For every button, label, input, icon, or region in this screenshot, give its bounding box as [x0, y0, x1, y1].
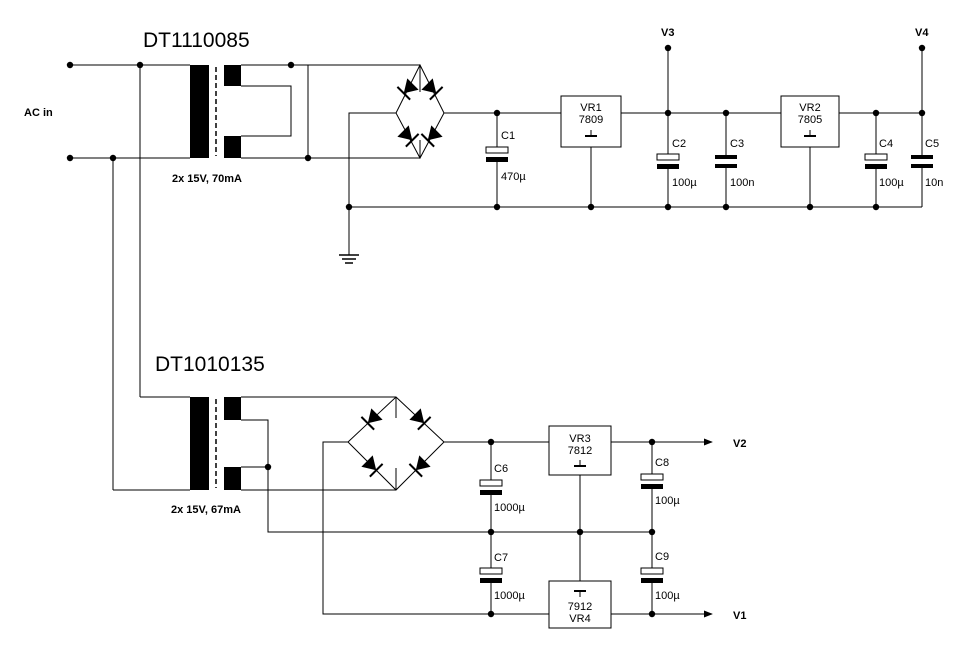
regulator-ref: VR2	[799, 102, 820, 114]
capacitor-c9: C9 100µ	[640, 551, 680, 602]
output-v2-label: V2	[733, 438, 746, 450]
capacitor-ref: C8	[655, 457, 669, 469]
transformer-t2-part: DT1010135	[155, 353, 265, 376]
output-v1-label: V1	[733, 610, 746, 622]
output-v4-label: V4	[915, 27, 929, 39]
regulator-vr1: VR1 7809	[560, 95, 622, 148]
capacitor-ref: C2	[672, 138, 686, 150]
capacitor-value: 100n	[730, 177, 754, 189]
capacitor-c7: C7 1000µ	[479, 552, 525, 602]
transformer-t1-part: DT1110085	[143, 29, 250, 52]
bridge-rectifier-bottom	[347, 396, 445, 491]
output-v3-label: V3	[661, 27, 674, 39]
capacitor-ref: C6	[494, 463, 508, 475]
transformer-t2-rating: 2x 15V, 67mA	[171, 504, 241, 516]
regulator-vr4: 7912 VR4	[548, 580, 612, 629]
capacitor-value: 470µ	[501, 171, 526, 183]
transformer-t2	[190, 397, 241, 490]
capacitor-value: 10n	[925, 177, 943, 189]
ground-symbol	[339, 254, 359, 264]
regulator-type: 7805	[798, 114, 822, 126]
bridge-rectifier-top	[395, 63, 445, 160]
capacitor-value: 1000µ	[494, 502, 525, 514]
regulator-ref: VR3	[569, 433, 590, 445]
capacitor-c3: C3 100n	[715, 138, 754, 189]
capacitor-value: 100µ	[655, 495, 680, 507]
capacitor-c5: C5 10n	[911, 138, 943, 189]
regulator-vr2: VR2 7805	[780, 95, 840, 148]
top-wiring	[70, 48, 923, 255]
capacitor-ref: C1	[501, 130, 515, 142]
capacitor-c4: C4 100µ	[864, 138, 904, 189]
bottom-wiring	[241, 396, 713, 618]
regulator-type: 7912	[568, 601, 592, 613]
capacitor-ref: C9	[655, 551, 669, 563]
regulator-type: 7812	[568, 445, 592, 457]
regulator-ref: VR4	[569, 613, 590, 625]
capacitor-ref: C3	[730, 138, 744, 150]
capacitor-value: 1000µ	[494, 590, 525, 602]
capacitor-c1: C1 470µ	[485, 130, 526, 183]
inter-section-wiring	[112, 65, 190, 491]
capacitor-ref: C7	[494, 552, 508, 564]
capacitor-value: 100µ	[672, 177, 697, 189]
transformer-t1-rating: 2x 15V, 70mA	[172, 173, 242, 185]
transformer-t1	[190, 65, 241, 158]
capacitor-ref: C5	[925, 138, 939, 150]
ac-input-label: AC in	[24, 107, 53, 119]
capacitor-ref: C4	[879, 138, 893, 150]
capacitor-c8: C8 100µ	[640, 457, 680, 507]
regulator-type: 7809	[579, 114, 603, 126]
capacitor-c6: C6 1000µ	[479, 463, 525, 514]
capacitor-c2: C2 100µ	[656, 138, 697, 189]
junction-dots	[66, 44, 926, 618]
capacitor-value: 100µ	[655, 590, 680, 602]
regulator-ref: VR1	[580, 102, 601, 114]
regulator-vr3: VR3 7812	[548, 425, 612, 476]
capacitor-value: 100µ	[879, 177, 904, 189]
